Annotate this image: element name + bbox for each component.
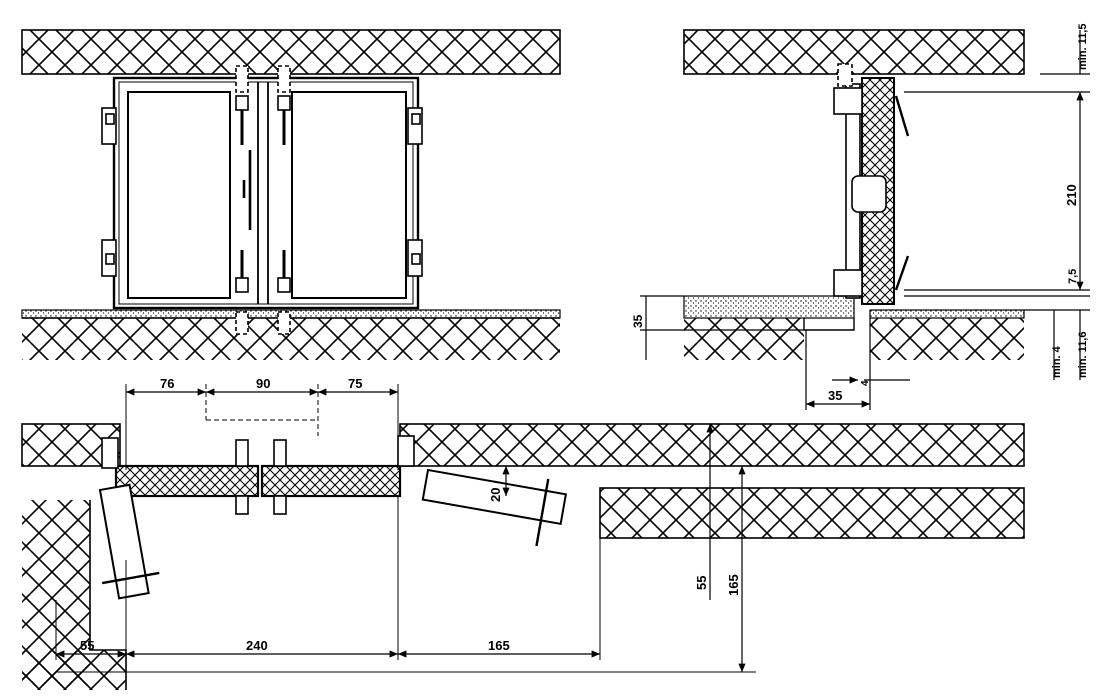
front-right-panel (291, 91, 407, 299)
dim-35-sill: 35 (631, 314, 645, 328)
front-floor-strip (21, 309, 561, 319)
plan-leaf-right-open (421, 468, 568, 547)
dim-210: 210 (1064, 184, 1079, 206)
plan-wall-right-inner (599, 487, 1025, 539)
dim-55-vertical: 55 (694, 576, 709, 590)
side-floor-screed (683, 295, 855, 319)
dim-7-5: 7,5 (1067, 269, 1079, 284)
plan-leaf-left-open (98, 483, 160, 600)
plan-wall-right-top (399, 423, 1025, 467)
side-top-wall (683, 29, 1025, 75)
plan-leaf-left (114, 464, 260, 498)
dim-35-step: 35 (828, 388, 842, 403)
side-view (683, 29, 1025, 360)
dim-165-vertical: 165 (726, 574, 741, 596)
side-bottom-wall-right (870, 318, 1024, 360)
dim-4: 4 (860, 380, 871, 386)
plan-leaf-right (260, 464, 402, 498)
dim-20: 20 (488, 488, 503, 502)
front-view (21, 29, 561, 360)
dim-min-11-5: min. 11,5 (1077, 24, 1089, 70)
plan-view (21, 384, 1025, 690)
dim-75: 75 (348, 376, 362, 391)
dim-165-bottom: 165 (488, 638, 510, 653)
dim-240: 240 (246, 638, 268, 653)
dim-76: 76 (160, 376, 174, 391)
dim-55-bottom: 55 (80, 638, 94, 653)
front-left-panel (127, 91, 231, 299)
front-bottom-wall (22, 318, 560, 360)
front-door-frame (112, 76, 420, 310)
side-bottom-wall-left (684, 318, 804, 360)
front-top-wall (21, 29, 561, 75)
dim-90: 90 (256, 376, 270, 391)
dim-min-4: min. 4 (1051, 345, 1063, 378)
dimension-labels: 76 90 75 55 240 165 20 55 165 min. 11,5 … (80, 24, 1089, 653)
dim-min-11-6: min. 11,6 (1077, 332, 1089, 378)
